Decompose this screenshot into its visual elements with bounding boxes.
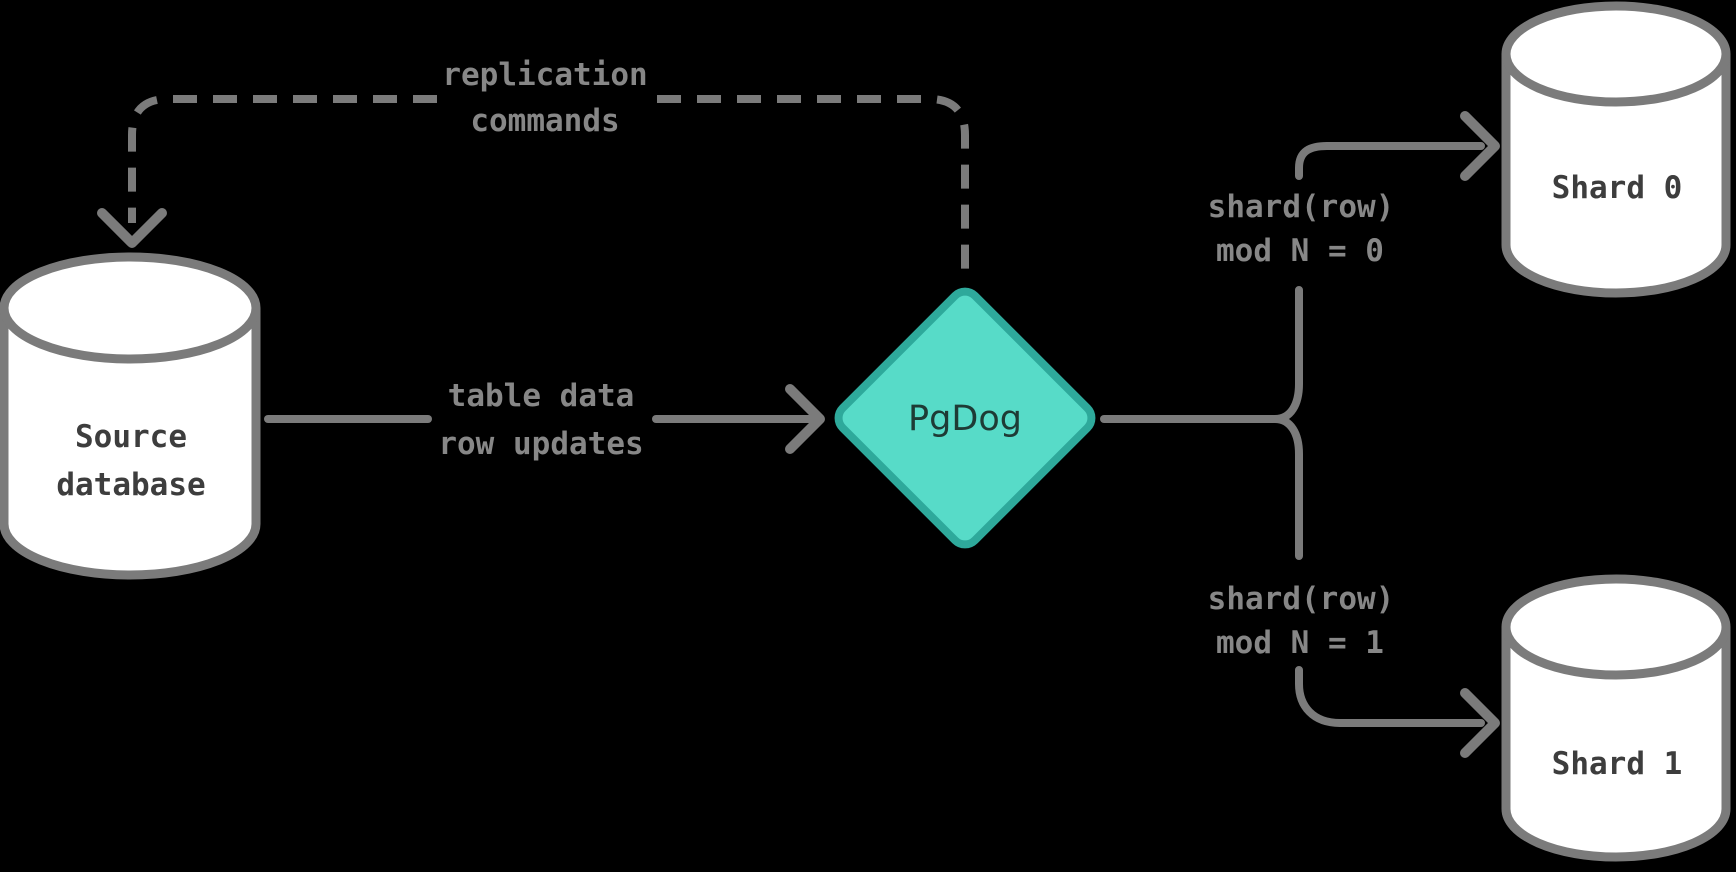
source-cylinder-top: [0, 252, 261, 364]
node-shard-1: Shard 1: [1501, 574, 1731, 862]
shard1-label: Shard 1: [1552, 746, 1683, 782]
shard0-cylinder-top: [1501, 1, 1731, 107]
edge-label-shard0-line2: mod N = 0: [1216, 233, 1384, 269]
edge-route-shard0: shard(row) mod N = 0: [1100, 111, 1500, 423]
edge-label-replication-line1: replication: [442, 57, 647, 93]
shard0-cylinder-body: [1501, 54, 1731, 298]
edge-replication-commands: replication commands: [97, 57, 969, 276]
replication-dashed-line-right: [657, 95, 969, 276]
shard0-label: Shard 0: [1552, 170, 1683, 206]
shard0-stub-and-arrow-line: [1295, 142, 1485, 180]
replication-dashed-line-left: [128, 95, 437, 223]
shard1-stub-and-arrow-line: [1295, 666, 1485, 727]
arrowhead-into-shard0-icon: [1460, 111, 1500, 181]
fork-lower-curve: [1271, 415, 1303, 560]
source-database-label-line1: Source: [75, 419, 187, 455]
edge-route-shard1: shard(row) mod N = 1: [1208, 415, 1500, 758]
shard1-cylinder-body: [1501, 627, 1731, 862]
source-database-label-line2: database: [56, 467, 205, 503]
edge-label-shard1-line1: shard(row): [1208, 581, 1395, 617]
edge-label-table-data-line2: row updates: [438, 426, 643, 462]
source-cylinder-body: [0, 308, 261, 580]
arrowhead-into-source-icon: [97, 208, 167, 248]
pgdog-diamond-shape: [834, 287, 1096, 549]
edge-table-data-row-updates: table data row updates: [264, 378, 825, 462]
edge-label-shard1-line2: mod N = 1: [1216, 625, 1384, 661]
edge-label-table-data-line1: table data: [448, 378, 635, 414]
arrowhead-into-pgdog-icon: [785, 384, 825, 454]
edge-label-shard0-line1: shard(row): [1208, 189, 1395, 225]
node-source-database: Source database: [0, 252, 261, 580]
fork-upper-curve: [1271, 286, 1303, 423]
arrowhead-into-shard1-icon: [1460, 688, 1500, 758]
node-shard-0: Shard 0: [1501, 1, 1731, 298]
node-pgdog-router: PgDog: [834, 287, 1096, 549]
pgdog-label: PgDog: [908, 399, 1022, 439]
shard1-cylinder-top: [1501, 574, 1731, 680]
edge-label-replication-line2: commands: [470, 103, 619, 139]
